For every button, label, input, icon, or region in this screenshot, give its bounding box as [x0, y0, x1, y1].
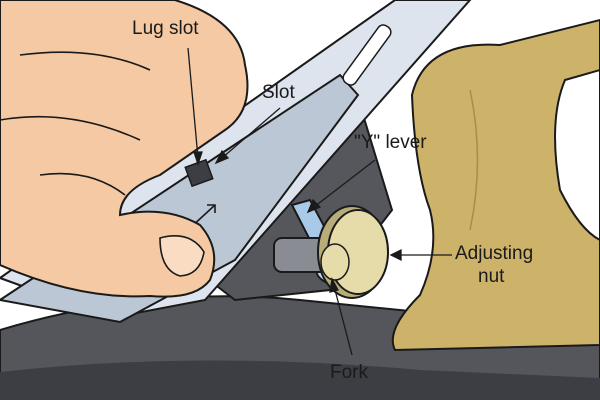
- lug-slot-leader: [187, 47, 199, 159]
- slot-arrowhead: [214, 149, 230, 165]
- adjusting-nut-label-line2: nut: [478, 266, 505, 287]
- y-lever-arrowhead: [306, 198, 322, 214]
- y-lever-leader: [313, 159, 376, 208]
- tote-grain: [469, 89, 479, 231]
- wooden-tote: [391, 18, 600, 352]
- adjusting-nut-label-line1: Adjusting: [455, 243, 534, 264]
- tote-cutout: [554, 68, 600, 242]
- thumbnail: [159, 235, 205, 277]
- finger-crease-2: [0, 115, 141, 141]
- lug-slot-square: [184, 158, 214, 188]
- slot-label: Slot: [262, 82, 295, 103]
- fork-arrowhead: [329, 277, 339, 293]
- lug-slot-label: Lug slot: [132, 18, 199, 39]
- fork-leader: [333, 285, 353, 356]
- finger-crease-1: [19, 51, 151, 71]
- finger-crease-3: [39, 172, 126, 196]
- lug-slot-arrowhead: [193, 151, 203, 167]
- blade-slot: [342, 24, 392, 86]
- fork-label: Fork: [330, 362, 368, 383]
- hand: [0, 0, 249, 298]
- adjusting-nut-arrowhead: [389, 248, 402, 262]
- slot-leader: [221, 107, 281, 159]
- adjusting-nut-hub: [320, 243, 350, 281]
- y-lever-label: "Y" lever: [354, 132, 427, 153]
- plane-base-edge: [0, 360, 600, 400]
